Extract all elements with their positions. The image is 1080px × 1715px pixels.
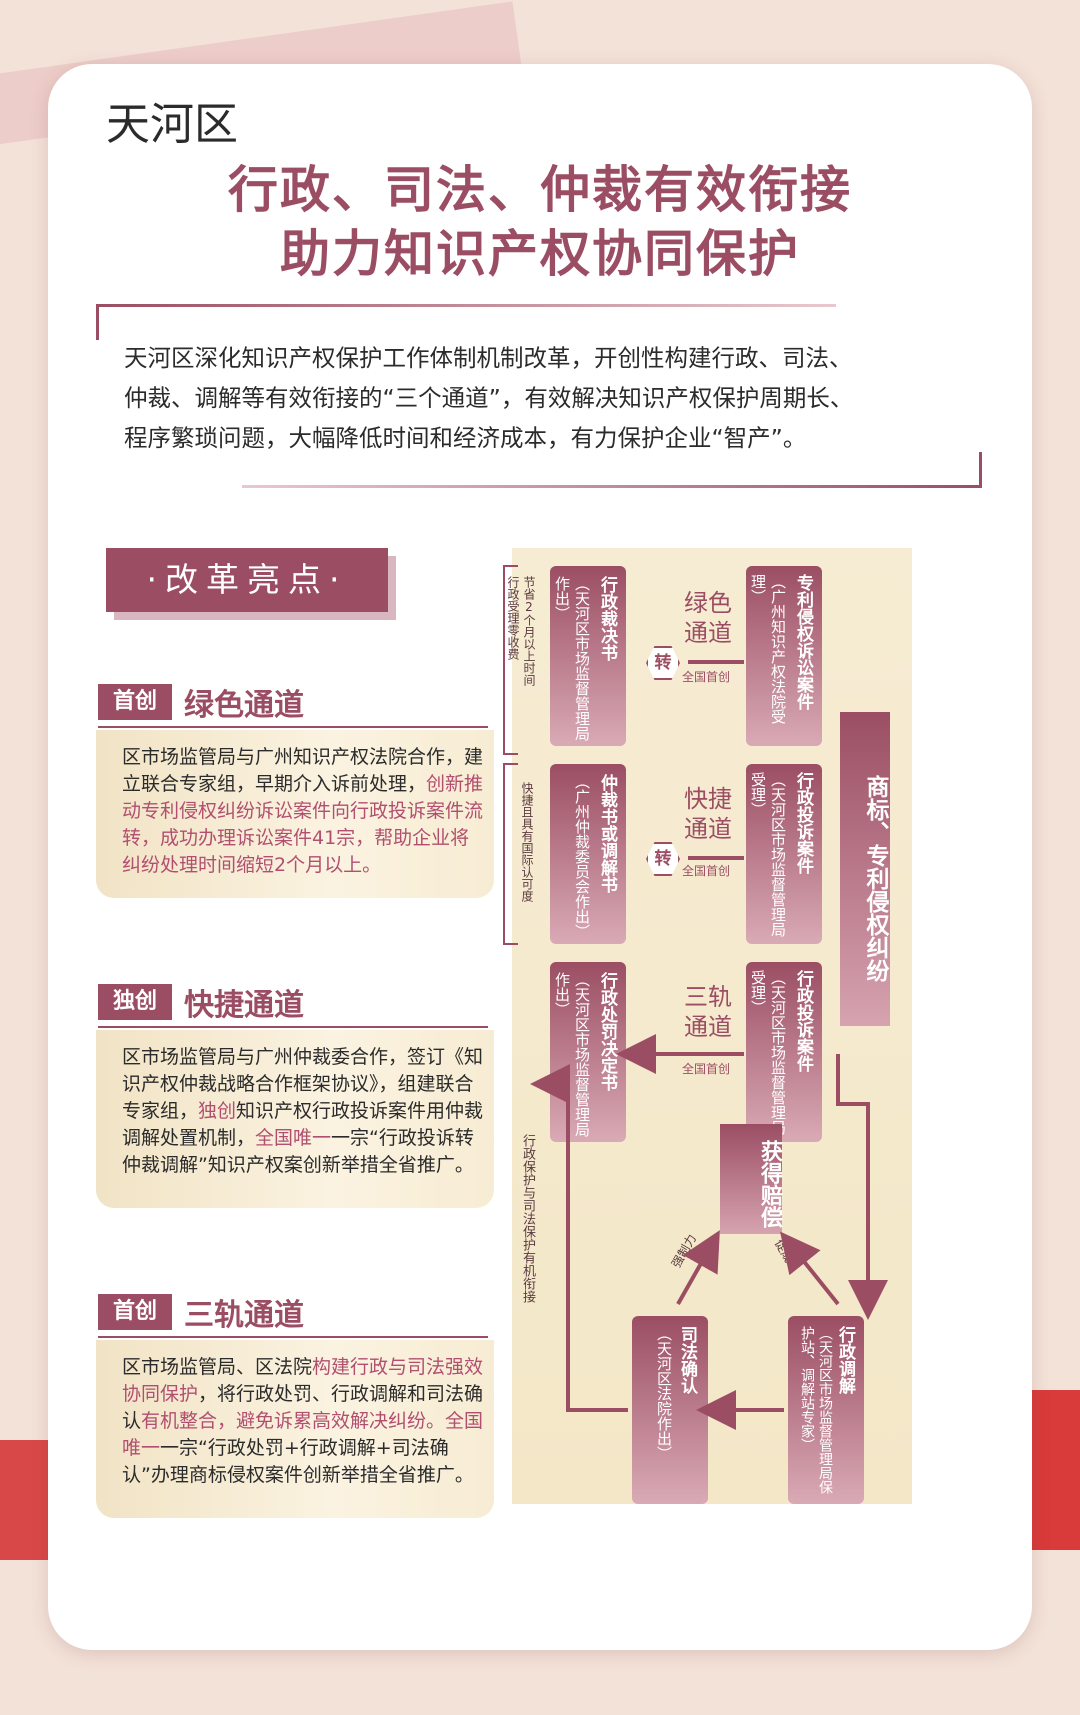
tower-admin-complaint-1: 行政投诉案件 （天河区市场监督管理局受理） (746, 764, 822, 944)
tower-sub: （广州仲裁委员会作出） (573, 774, 591, 939)
channel-first-green: 全国首创 (682, 670, 731, 684)
block-text: 区市场监管局与广州知识产权法院合作，建立联合专家组，早期介入诉前处理， (122, 746, 484, 795)
tower-main: 行政处罚决定书 (597, 972, 617, 1091)
block-name: 三轨通道 (184, 1298, 304, 1333)
intro-frame (96, 304, 982, 488)
highlights-tag: ·改革亮点· (106, 548, 388, 612)
tower-main: 行政裁决书 (597, 576, 617, 661)
tower-sub: （天河区市场监督管理局受理） (749, 772, 787, 937)
tower-main: 行政投诉案件 (793, 970, 813, 1072)
transfer-badge: 转 (646, 842, 680, 876)
poster-card: 天河区 行政、司法、仲裁有效衔接 助力知识产权协同保护 天河区深化知识产权保护工… (48, 64, 1032, 1650)
intro-line: 仲裁、调解等有效衔接的“三个通道”，有效解决知识产权保护周期长、 (124, 384, 854, 412)
block-body-green: 区市场监管局与广州知识产权法院合作，建立联合专家组，早期介入诉前处理，创新推动专… (96, 730, 494, 898)
block-highlight: 构建行政与司法强效协同保护 (122, 1356, 484, 1405)
tower-main: 仲裁书或调解书 (597, 774, 617, 893)
compensation-box: 获得赔偿 (720, 1124, 782, 1234)
tower-main: 专利侵权诉讼案件 (793, 574, 813, 710)
note-zero-fee: 行政受理零收费 (506, 576, 520, 660)
note-saves-time: 节省2个月以上时间 (522, 576, 536, 686)
block-highlight: 独创 (198, 1100, 237, 1122)
block-text: 一宗“行政处罚+行政调解+司法确认”办理商标侵权案件创新举措全省推广。 (122, 1437, 474, 1486)
block-badge: 首创 (98, 684, 172, 720)
channel-name-three: 三轨通道 (684, 983, 732, 1041)
tower-main: 行政投诉案件 (793, 772, 813, 874)
note-left-vertical: 行政保护与司法保护有机衔接 (520, 1134, 535, 1303)
block-text: 区市场监管局、区法院 (122, 1356, 313, 1378)
tower-main: 行政调解 (835, 1326, 855, 1394)
tower-sub: （广州知识产权法院受理） (749, 574, 787, 724)
block-badge: 首创 (98, 1294, 172, 1330)
tower-sub: （天河区法院作出） (655, 1326, 673, 1461)
tower-sub: （天河区市场监督管理局作出） (553, 972, 591, 1137)
block-text: 知识产权行政投诉案件用仲裁调解处置机制， (122, 1100, 484, 1149)
region-label: 天河区 (106, 99, 238, 150)
transfer-badge: 转 (646, 646, 680, 680)
title-line-2: 助力知识产权协同保护 (280, 225, 800, 283)
block-text: 一宗“行政投诉转仲裁调解”知识产权案创新举措全省推广。 (122, 1127, 474, 1176)
intro-text: 天河区深化知识产权保护工作体制机制改革，开创性构建行政、司法、 仲裁、调解等有效… (124, 338, 964, 458)
tower-patent-lawsuit: 专利侵权诉讼案件 （广州知识产权法院受理） (746, 566, 822, 746)
block-highlight: 全国唯一 (255, 1127, 332, 1149)
tower-main: 司法确认 (677, 1326, 697, 1394)
note-international: 快捷且具有国际认可度 (520, 782, 534, 902)
block-badge: 独创 (98, 984, 172, 1020)
block-name: 快捷通道 (184, 988, 304, 1023)
tower-arbitration: 仲裁书或调解书 （广州仲裁委员会作出） (550, 764, 626, 944)
block-highlight: 有机整合，避免诉累高效解决纠纷。全国唯一 (122, 1410, 484, 1459)
tower-sub: （天河区市场监督管理局保护站、调解站专家） (799, 1326, 833, 1494)
block-name: 绿色通道 (184, 688, 304, 723)
block-body-three: 区市场监管局、区法院构建行政与司法强效协同保护，将行政处罚、行政调解和司法确认有… (96, 1340, 494, 1518)
intro-line: 程序繁琐问题，大幅降低时间和经济成本，有力保护企业“智产”。 (124, 424, 807, 452)
channel-name-fast: 快捷通道 (684, 785, 732, 843)
tower-admin-complaint-2: 行政投诉案件 （天河区市场监督管理局受理） (746, 962, 822, 1142)
tower-admin-mediation: 行政调解 （天河区市场监督管理局保护站、调解站专家） (788, 1316, 864, 1504)
background-band-left (0, 1440, 48, 1560)
intro-line: 天河区深化知识产权保护工作体制机制改革，开创性构建行政、司法、 (124, 344, 853, 372)
channel-first-three: 全国首创 (682, 1062, 731, 1076)
channel-first-fast: 全国首创 (682, 864, 731, 878)
tower-judicial-confirm: 司法确认 （天河区法院作出） (632, 1316, 708, 1504)
block-body-fast: 区市场监管局与广州仲裁委合作，签订《知识产权仲裁战略合作框架协议》，组建联合专家… (96, 1030, 494, 1208)
tower-admin-ruling: 行政裁决书 （天河区市场监督管理局作出） (550, 566, 626, 746)
block-text: 区市场监管局与广州仲裁委合作，签订《知识产权仲裁战略合作框架协议》，组建联合专家… (122, 1046, 484, 1122)
tower-admin-penalty: 行政处罚决定书 （天河区市场监督管理局作出） (550, 962, 626, 1142)
dispute-side-bar: 商标、专利侵权纠纷 (840, 712, 890, 1026)
block-highlight: 创新推动专利侵权纠纷诉讼案件向行政投诉案件流转，成功办理诉讼案件41宗，帮助企业… (122, 773, 484, 876)
channel-name-green: 绿色通道 (684, 589, 732, 647)
title-line-1: 行政、司法、仲裁有效衔接 (228, 161, 852, 219)
block-text: ，将行政处罚、行政调解和司法确认 (122, 1383, 484, 1432)
tower-sub: （天河区市场监督管理局受理） (749, 970, 787, 1135)
tower-sub: （天河区市场监督管理局作出） (553, 576, 591, 741)
